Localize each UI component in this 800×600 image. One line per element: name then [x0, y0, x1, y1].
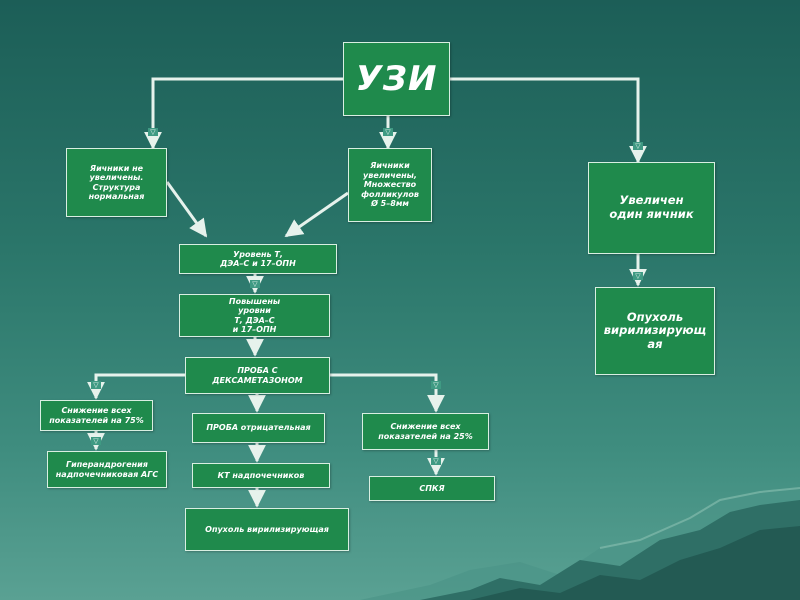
- node-one-ovary-enlarged: Увеличен один яичник: [588, 162, 715, 254]
- arrow-marker: ▽: [91, 437, 101, 445]
- arrow-marker: ▽: [250, 280, 260, 288]
- edge-uzi-to-left: [144, 77, 343, 150]
- edge-dexa-to-dec25: [330, 373, 445, 413]
- node-hyperandrogenia: Гиперандрогения надпочечниковая АГС: [47, 451, 167, 488]
- node-tumor-virilizing-bottom: Опухоль вирилизирующая: [185, 508, 349, 551]
- arrow-marker: ▽: [431, 381, 441, 389]
- arrow-marker: ▽: [431, 457, 441, 465]
- arrow-marker: ▽: [633, 142, 643, 150]
- edge-left-to-level: [165, 181, 208, 238]
- node-decrease-25: Снижение всех показателей на 25%: [362, 413, 489, 450]
- edge-mid-to-level: [284, 191, 349, 238]
- mountain-ridge: [470, 526, 800, 600]
- mountain-highlight: [599, 487, 800, 549]
- node-spkya: СПКЯ: [369, 476, 495, 501]
- node-ovaries-enlarged: Яичники увеличены, Множество фолликулов …: [348, 148, 432, 222]
- node-uzi: УЗИ: [343, 42, 450, 116]
- edge-uzi-to-right: [450, 77, 647, 164]
- node-test-negative: ПРОБА отрицательная: [192, 413, 325, 443]
- arrow-marker: ▽: [633, 272, 643, 280]
- arrow-marker: ▽: [91, 381, 101, 389]
- node-decrease-75: Снижение всех показателей на 75%: [40, 400, 153, 431]
- node-ovaries-not-enlarged: Яичники не увеличены. Структура нормальн…: [66, 148, 167, 217]
- node-raised-levels: Повышены уровни Т, ДЭА–С и 17–ОПН: [179, 294, 330, 337]
- node-dexamethasone-test: ПРОБА С ДЕКСАМЕТАЗОНОМ: [185, 357, 330, 394]
- edge-dexa-to-dec75: [87, 373, 185, 400]
- arrow-marker: ▽: [148, 128, 158, 136]
- node-hormone-levels: Уровень Т, ДЭА–С и 17–ОПН: [179, 244, 337, 274]
- node-tumor-virilizing-right: Опухоль вирилизирующ ая: [595, 287, 715, 375]
- node-ct-adrenal: КТ надпочечников: [192, 463, 330, 488]
- arrow-marker: ▽: [383, 128, 393, 136]
